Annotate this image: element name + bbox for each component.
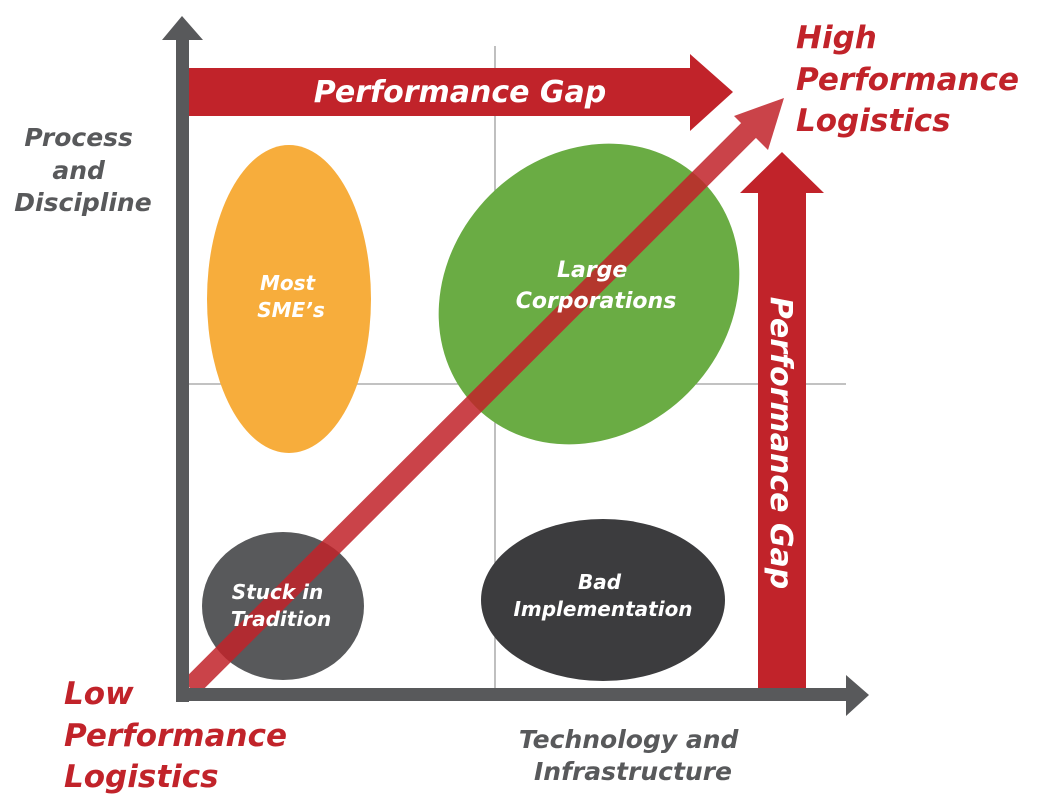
horizontal-gap-arrow bbox=[189, 54, 733, 131]
horizontal-gap-label: Performance Gap bbox=[314, 75, 607, 110]
high-performance-line-1: High bbox=[796, 20, 877, 56]
y-axis-label-line-1: Process bbox=[24, 123, 133, 152]
most-smes-line-2: SME’s bbox=[257, 298, 325, 322]
most-smes-ellipse bbox=[207, 145, 371, 453]
diagonal-performance-arrow bbox=[182, 98, 784, 696]
bad-implementation-line-1: Bad bbox=[578, 570, 622, 594]
y-axis-label-line-3: Discipline bbox=[14, 188, 151, 217]
low-performance-line-3: Logistics bbox=[64, 759, 219, 795]
high-performance-label: High Performance Logistics bbox=[796, 20, 1030, 139]
x-axis-label-line-1: Technology and bbox=[519, 725, 740, 754]
most-smes-label: Most SME’s bbox=[257, 271, 325, 322]
bad-implementation-ellipse bbox=[481, 519, 725, 681]
high-performance-line-3: Logistics bbox=[796, 103, 951, 139]
large-corporations-label: Large Corporations bbox=[516, 258, 677, 314]
vertical-gap-label: Performance Gap bbox=[763, 297, 798, 590]
y-axis-label: Process and Discipline bbox=[14, 123, 151, 217]
stuck-in-tradition-line-2: Tradition bbox=[231, 607, 331, 631]
bad-implementation-line-2: Implementation bbox=[513, 597, 692, 621]
x-axis bbox=[176, 675, 869, 716]
low-performance-line-1: Low bbox=[64, 676, 134, 712]
stuck-in-tradition-line-1: Stuck in bbox=[232, 580, 323, 604]
large-corporations-line-1: Large bbox=[557, 258, 627, 283]
high-performance-line-2: Performance bbox=[796, 62, 1019, 98]
y-axis bbox=[162, 16, 203, 702]
stuck-in-tradition-label: Stuck in Tradition bbox=[231, 580, 331, 631]
low-performance-label: Low Performance Logistics bbox=[64, 676, 298, 795]
y-axis-label-line-2: and bbox=[52, 156, 106, 185]
x-axis-label: Technology and Infrastructure bbox=[519, 725, 747, 786]
most-smes-line-1: Most bbox=[260, 271, 317, 295]
bad-implementation-label: Bad Implementation bbox=[513, 570, 692, 621]
vertical-gap-arrow bbox=[740, 152, 824, 694]
x-axis-label-line-2: Infrastructure bbox=[534, 757, 732, 786]
large-corporations-line-2: Corporations bbox=[516, 289, 677, 314]
low-performance-line-2: Performance bbox=[64, 718, 287, 754]
